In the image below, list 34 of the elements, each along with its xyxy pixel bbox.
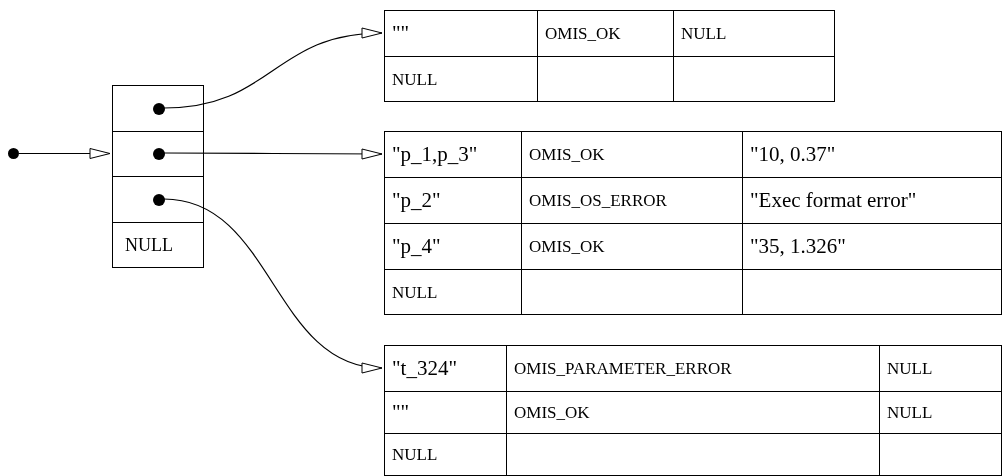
cell-value: "p_1,p_3" (392, 143, 478, 165)
table (384, 10, 835, 102)
list-box (112, 85, 204, 268)
pointer-dot (153, 148, 165, 160)
arrow (18, 148, 111, 159)
arrow (163, 148, 383, 160)
arrow (163, 198, 383, 371)
cell-value: NULL (125, 235, 173, 254)
cell-value: OMIS_OS_ERROR (529, 191, 667, 209)
cell-value: OMIS_OK (514, 403, 590, 421)
cell-value: OMIS_OK (529, 145, 605, 163)
pointer-dot (153, 103, 165, 115)
cell-value: OMIS_PARAMETER_ERROR (514, 359, 732, 377)
cell-value: NULL (392, 70, 438, 88)
cell-value: NULL (887, 403, 933, 421)
cell-value: NULL (392, 283, 438, 301)
cell-value: NULL (681, 24, 727, 42)
table (384, 345, 1002, 476)
arrow (163, 28, 383, 109)
cell-value: "p_2" (392, 189, 441, 211)
cell-value: OMIS_OK (529, 237, 605, 255)
cell-value: "10, 0.37" (750, 143, 836, 165)
cell-value: "Exec format error" (750, 189, 917, 211)
table (384, 131, 1002, 315)
pointer-dot (8, 148, 19, 159)
cell-value: NULL (392, 446, 438, 463)
cell-value: "35, 1.326" (750, 235, 846, 257)
cell-value: "t_324" (392, 357, 457, 379)
cell-value: NULL (887, 359, 933, 377)
cell-value: "" (392, 22, 410, 44)
cell-value: OMIS_OK (545, 24, 621, 42)
pointer-dot (153, 194, 165, 206)
cell-value: "" (392, 401, 410, 423)
cell-value: "p_4" (392, 235, 441, 257)
